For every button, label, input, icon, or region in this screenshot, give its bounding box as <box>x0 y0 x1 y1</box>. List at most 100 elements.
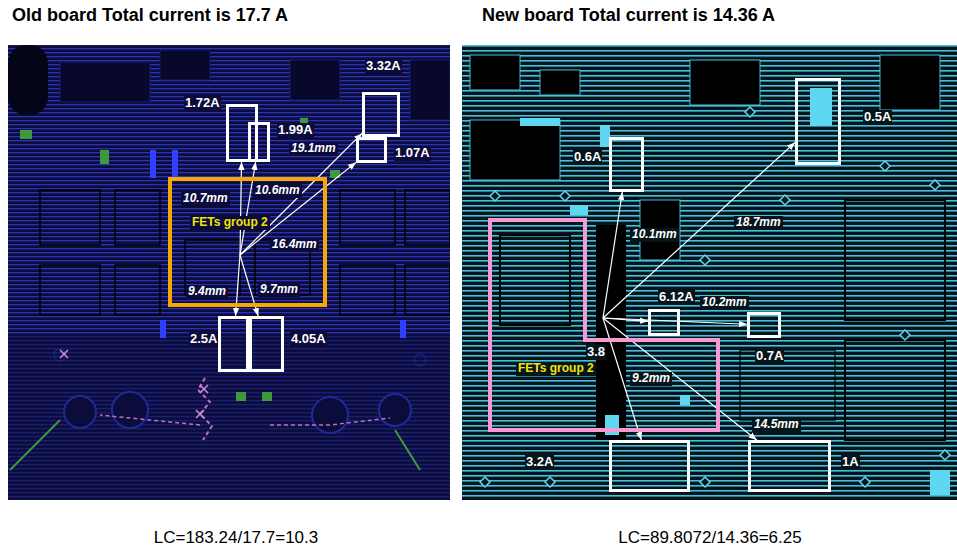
old-board-layout <box>10 420 420 470</box>
old-board-layout <box>405 190 450 245</box>
old-board-layout <box>262 392 272 401</box>
new-board-layout <box>680 395 690 405</box>
new-board-layout <box>690 60 760 105</box>
current-path-arrow <box>603 143 795 318</box>
old-board-layout <box>115 265 160 315</box>
leader-line <box>240 255 255 307</box>
distance-label: 10.7mm <box>181 192 230 206</box>
old-board-layout <box>60 62 150 102</box>
distance-label: 9.2mm <box>630 372 672 386</box>
leader-lines <box>236 177 327 307</box>
panel-heading: Old board Total current is 17.7 A <box>12 5 288 26</box>
old-board-layout <box>40 265 100 315</box>
old-board-layout <box>405 265 450 315</box>
old-board-layout <box>40 190 100 245</box>
pcb-panel: New board Total current is 14.36 AFETs g… <box>462 45 957 500</box>
current-path-arrow <box>253 162 256 177</box>
old-board-layout <box>112 392 148 428</box>
new-board-layout <box>570 205 588 215</box>
old-board-layout <box>410 60 450 120</box>
old-board-layout <box>100 415 200 425</box>
measure-box: 1.99A <box>248 122 270 162</box>
lc-formula: LC=183.24/17.7=10.3 <box>154 528 318 548</box>
old-board-layout <box>400 320 406 338</box>
old-board-layout <box>8 45 450 500</box>
old-board-layout <box>312 397 348 433</box>
distance-label: 14.5mm <box>752 418 801 432</box>
old-board-layout <box>150 150 156 178</box>
group-outline <box>488 218 720 432</box>
old-board-layout <box>379 394 411 426</box>
distance-label: 9.4mm <box>186 285 228 299</box>
current-value: 4.05A <box>290 332 327 347</box>
current-value: 6.12A <box>658 290 695 305</box>
current-path-arrow <box>327 162 356 185</box>
old-board-layout <box>236 392 246 401</box>
current-value: 3.32A <box>365 59 402 74</box>
old-board-layout <box>290 60 340 100</box>
new-board-layout <box>880 55 940 110</box>
fet-group-outline: FETs group 2 <box>488 218 720 432</box>
new-board-layout <box>810 88 832 126</box>
new-board-layout <box>845 340 945 440</box>
current-path-arrow <box>241 162 242 177</box>
current-value: 1.07A <box>394 146 431 161</box>
measure-box: 3.32A <box>362 92 400 137</box>
current-path-arrow <box>255 307 258 316</box>
old-board-layout <box>100 150 109 164</box>
new-board-layout <box>470 120 560 180</box>
measure-box: 0.6A <box>609 137 644 192</box>
measure-box: 6.12A <box>648 309 680 336</box>
old-board-layout <box>270 418 390 425</box>
current-value: 1A <box>841 455 860 470</box>
lc-formula: LC=89.8072/14.36=6.25 <box>618 528 801 548</box>
old-board-layout <box>340 190 395 245</box>
distance-label: 10.1mm <box>630 228 679 242</box>
group-label: FETs group 2 <box>516 362 596 376</box>
distance-label: 9.7mm <box>258 283 300 297</box>
measure-box: 4.05A <box>249 316 284 372</box>
measure-box: 2.5A <box>218 316 249 372</box>
new-board-layout <box>520 118 560 126</box>
old-board-layout <box>8 45 48 115</box>
panel-heading: New board Total current is 14.36 A <box>482 5 775 26</box>
new-board-layout <box>462 45 957 500</box>
current-path-arrow <box>603 192 622 318</box>
group-label: FETs group 2 <box>190 216 270 230</box>
new-board-layout <box>500 235 570 325</box>
distance-label: 18.7mm <box>734 216 783 230</box>
pcb-panel: Old board Total current is 17.7 AFETs gr… <box>8 45 450 500</box>
measure-box: 1.07A <box>356 137 387 163</box>
old-board-layout <box>20 130 32 139</box>
old-board-layout <box>115 190 160 245</box>
distance-label: 10.2mm <box>700 296 749 310</box>
old-board-layout <box>160 320 166 338</box>
old-board-layout <box>340 265 395 315</box>
new-board-layout <box>462 45 957 500</box>
distance-label: 19.1mm <box>289 142 338 156</box>
measure-box: 0.5A <box>795 78 841 165</box>
old-board-layout <box>8 45 450 500</box>
current-value: 3.2A <box>525 455 554 470</box>
new-board-layout <box>470 55 520 90</box>
leader-line <box>236 255 240 307</box>
new-board-layout <box>845 200 945 320</box>
current-path-arrow <box>603 318 757 440</box>
old-board-layout <box>64 396 96 428</box>
current-value: 1.99A <box>277 123 314 138</box>
new-board-layout <box>930 470 950 495</box>
old-board-layout <box>60 350 208 418</box>
current-value: 0.6A <box>573 150 602 165</box>
new-board-layout <box>480 107 950 487</box>
new-board-layout <box>740 350 835 420</box>
current-value: 1.72A <box>184 96 221 111</box>
measure-box: 1.72A <box>226 104 258 162</box>
current-value: 0.5A <box>863 110 892 125</box>
old-board-layout <box>160 50 210 80</box>
measure-box: 3.2A <box>609 440 690 492</box>
measure-box: 0.7A <box>747 312 781 338</box>
old-board-layout <box>8 335 450 500</box>
